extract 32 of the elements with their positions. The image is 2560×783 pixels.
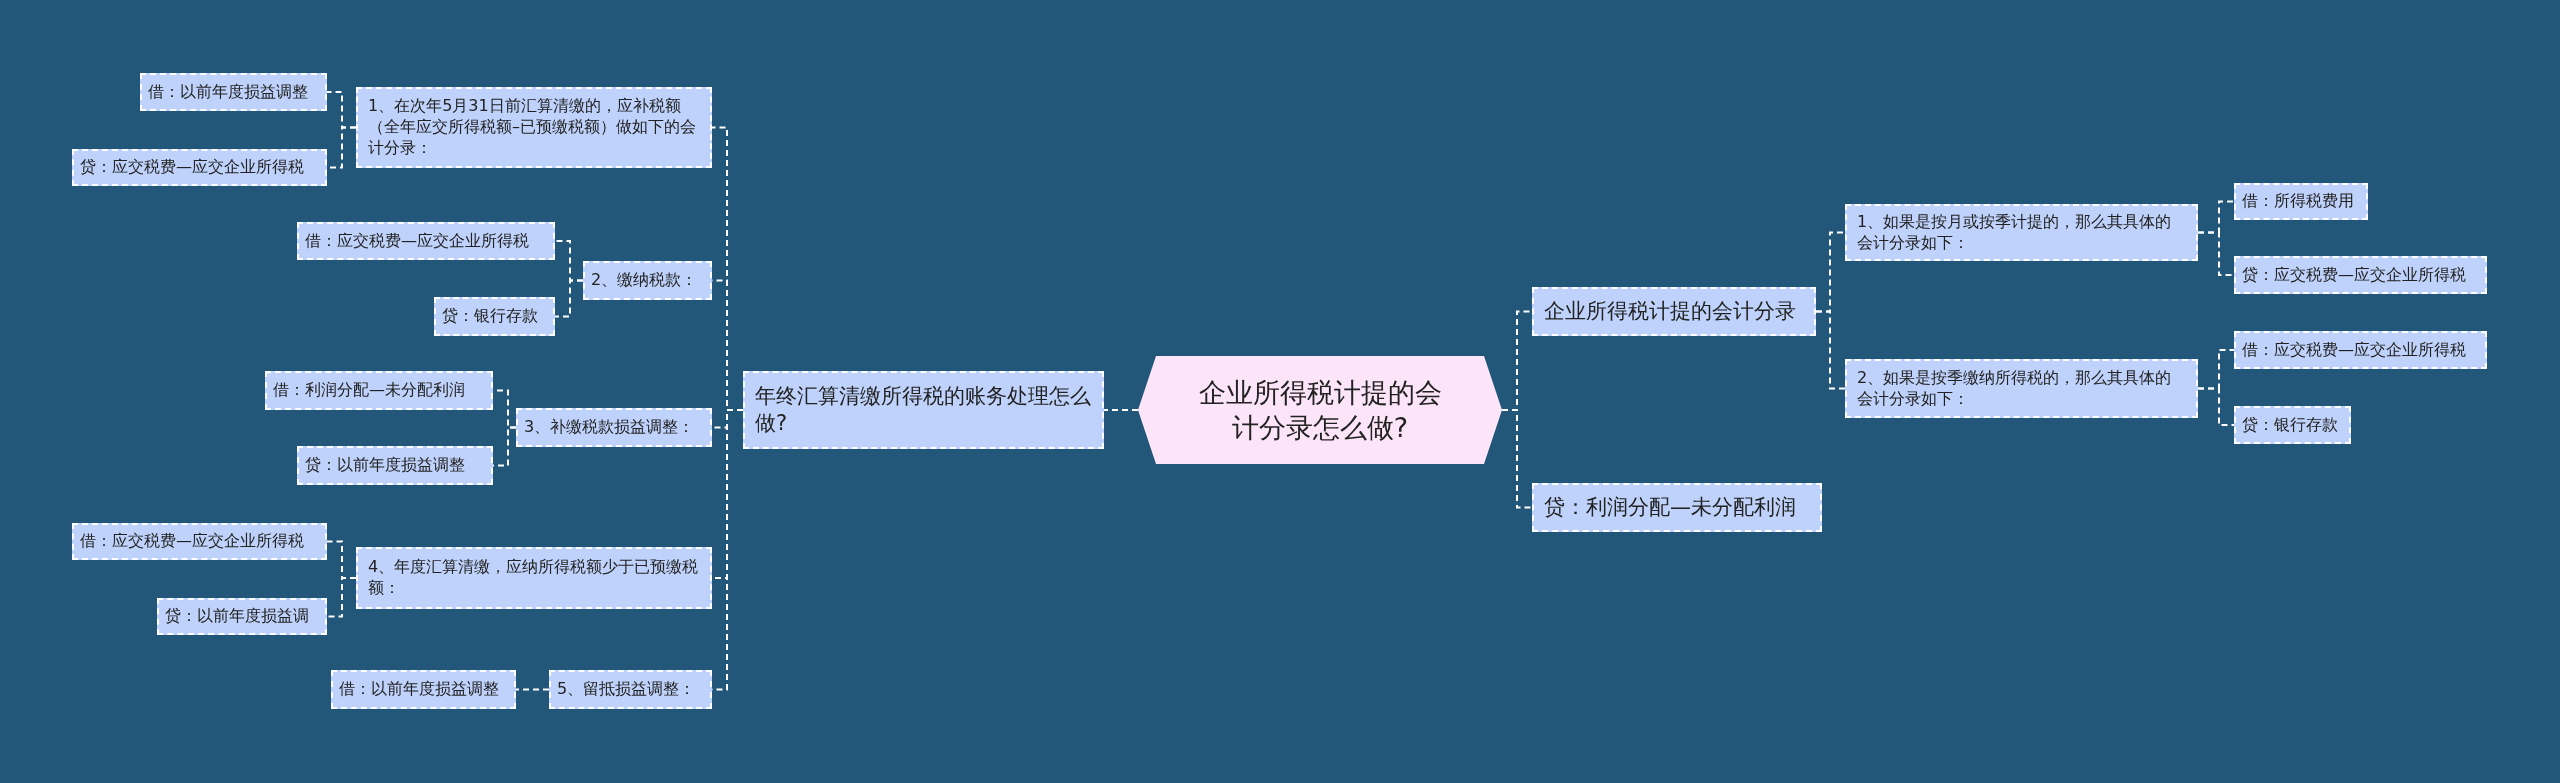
entry-box: 借：应交税费—应交企业所得税	[297, 222, 555, 260]
connector-line	[1501, 409, 1533, 509]
entry-box: 借：应交税费—应交企业所得税	[72, 523, 327, 560]
entry-box: 2、如果是按季缴纳所得税的，那么其具体的会计分录如下：	[1845, 359, 2198, 418]
entry-box: 5、留抵损益调整：	[549, 670, 712, 709]
entry-box: 贷：银行存款	[434, 297, 555, 336]
entry-box: 贷：以前年度损益调	[157, 598, 327, 635]
entry-box: 1、如果是按月或按季计提的，那么其具体的会计分录如下：	[1845, 204, 2198, 261]
entry-box: 贷：应交税费—应交企业所得税	[72, 149, 327, 186]
connector-line	[2197, 387, 2235, 426]
entry-box: 贷：银行存款	[2234, 406, 2351, 444]
entry-box: 借：以前年度损益调整	[140, 73, 327, 111]
entry-box: 4、年度汇算清缴，应纳所得税额少于已预缴税额：	[356, 547, 712, 609]
connector-line	[326, 577, 357, 618]
entry-box: 贷：以前年度损益调整	[297, 446, 493, 485]
connector-line	[554, 279, 584, 318]
entry-box: 借：利润分配—未分配利润	[265, 371, 493, 410]
entry-box: 1、在次年5月31日前汇算清缴的，应补税额（全年应交所得税额–已预缴税额）做如下的会计分录：	[356, 87, 712, 168]
connector-line	[1815, 310, 1846, 390]
branch-box: 年终汇算清缴所得税的账务处理怎么做?	[743, 371, 1104, 449]
connector-line	[2197, 231, 2235, 276]
entry-box: 借：所得税费用	[2234, 183, 2368, 220]
branch-box: 企业所得税计提的会计分录	[1532, 287, 1816, 336]
entry-box: 2、缴纳税款：	[583, 261, 712, 300]
connector-line	[1103, 409, 1139, 411]
entry-box: 3、补缴税款损益调整：	[516, 408, 712, 447]
entry-box: 借：以前年度损益调整	[331, 670, 516, 709]
entry-box: 贷：应交税费—应交企业所得税	[2234, 256, 2487, 294]
entry-box: 借：应交税费—应交企业所得税	[2234, 331, 2487, 369]
connector-line	[515, 688, 550, 691]
topic-hexagon: 企业所得税计提的会计分录怎么做?	[1138, 356, 1502, 464]
branch-box: 贷：利润分配—未分配利润	[1532, 483, 1822, 532]
